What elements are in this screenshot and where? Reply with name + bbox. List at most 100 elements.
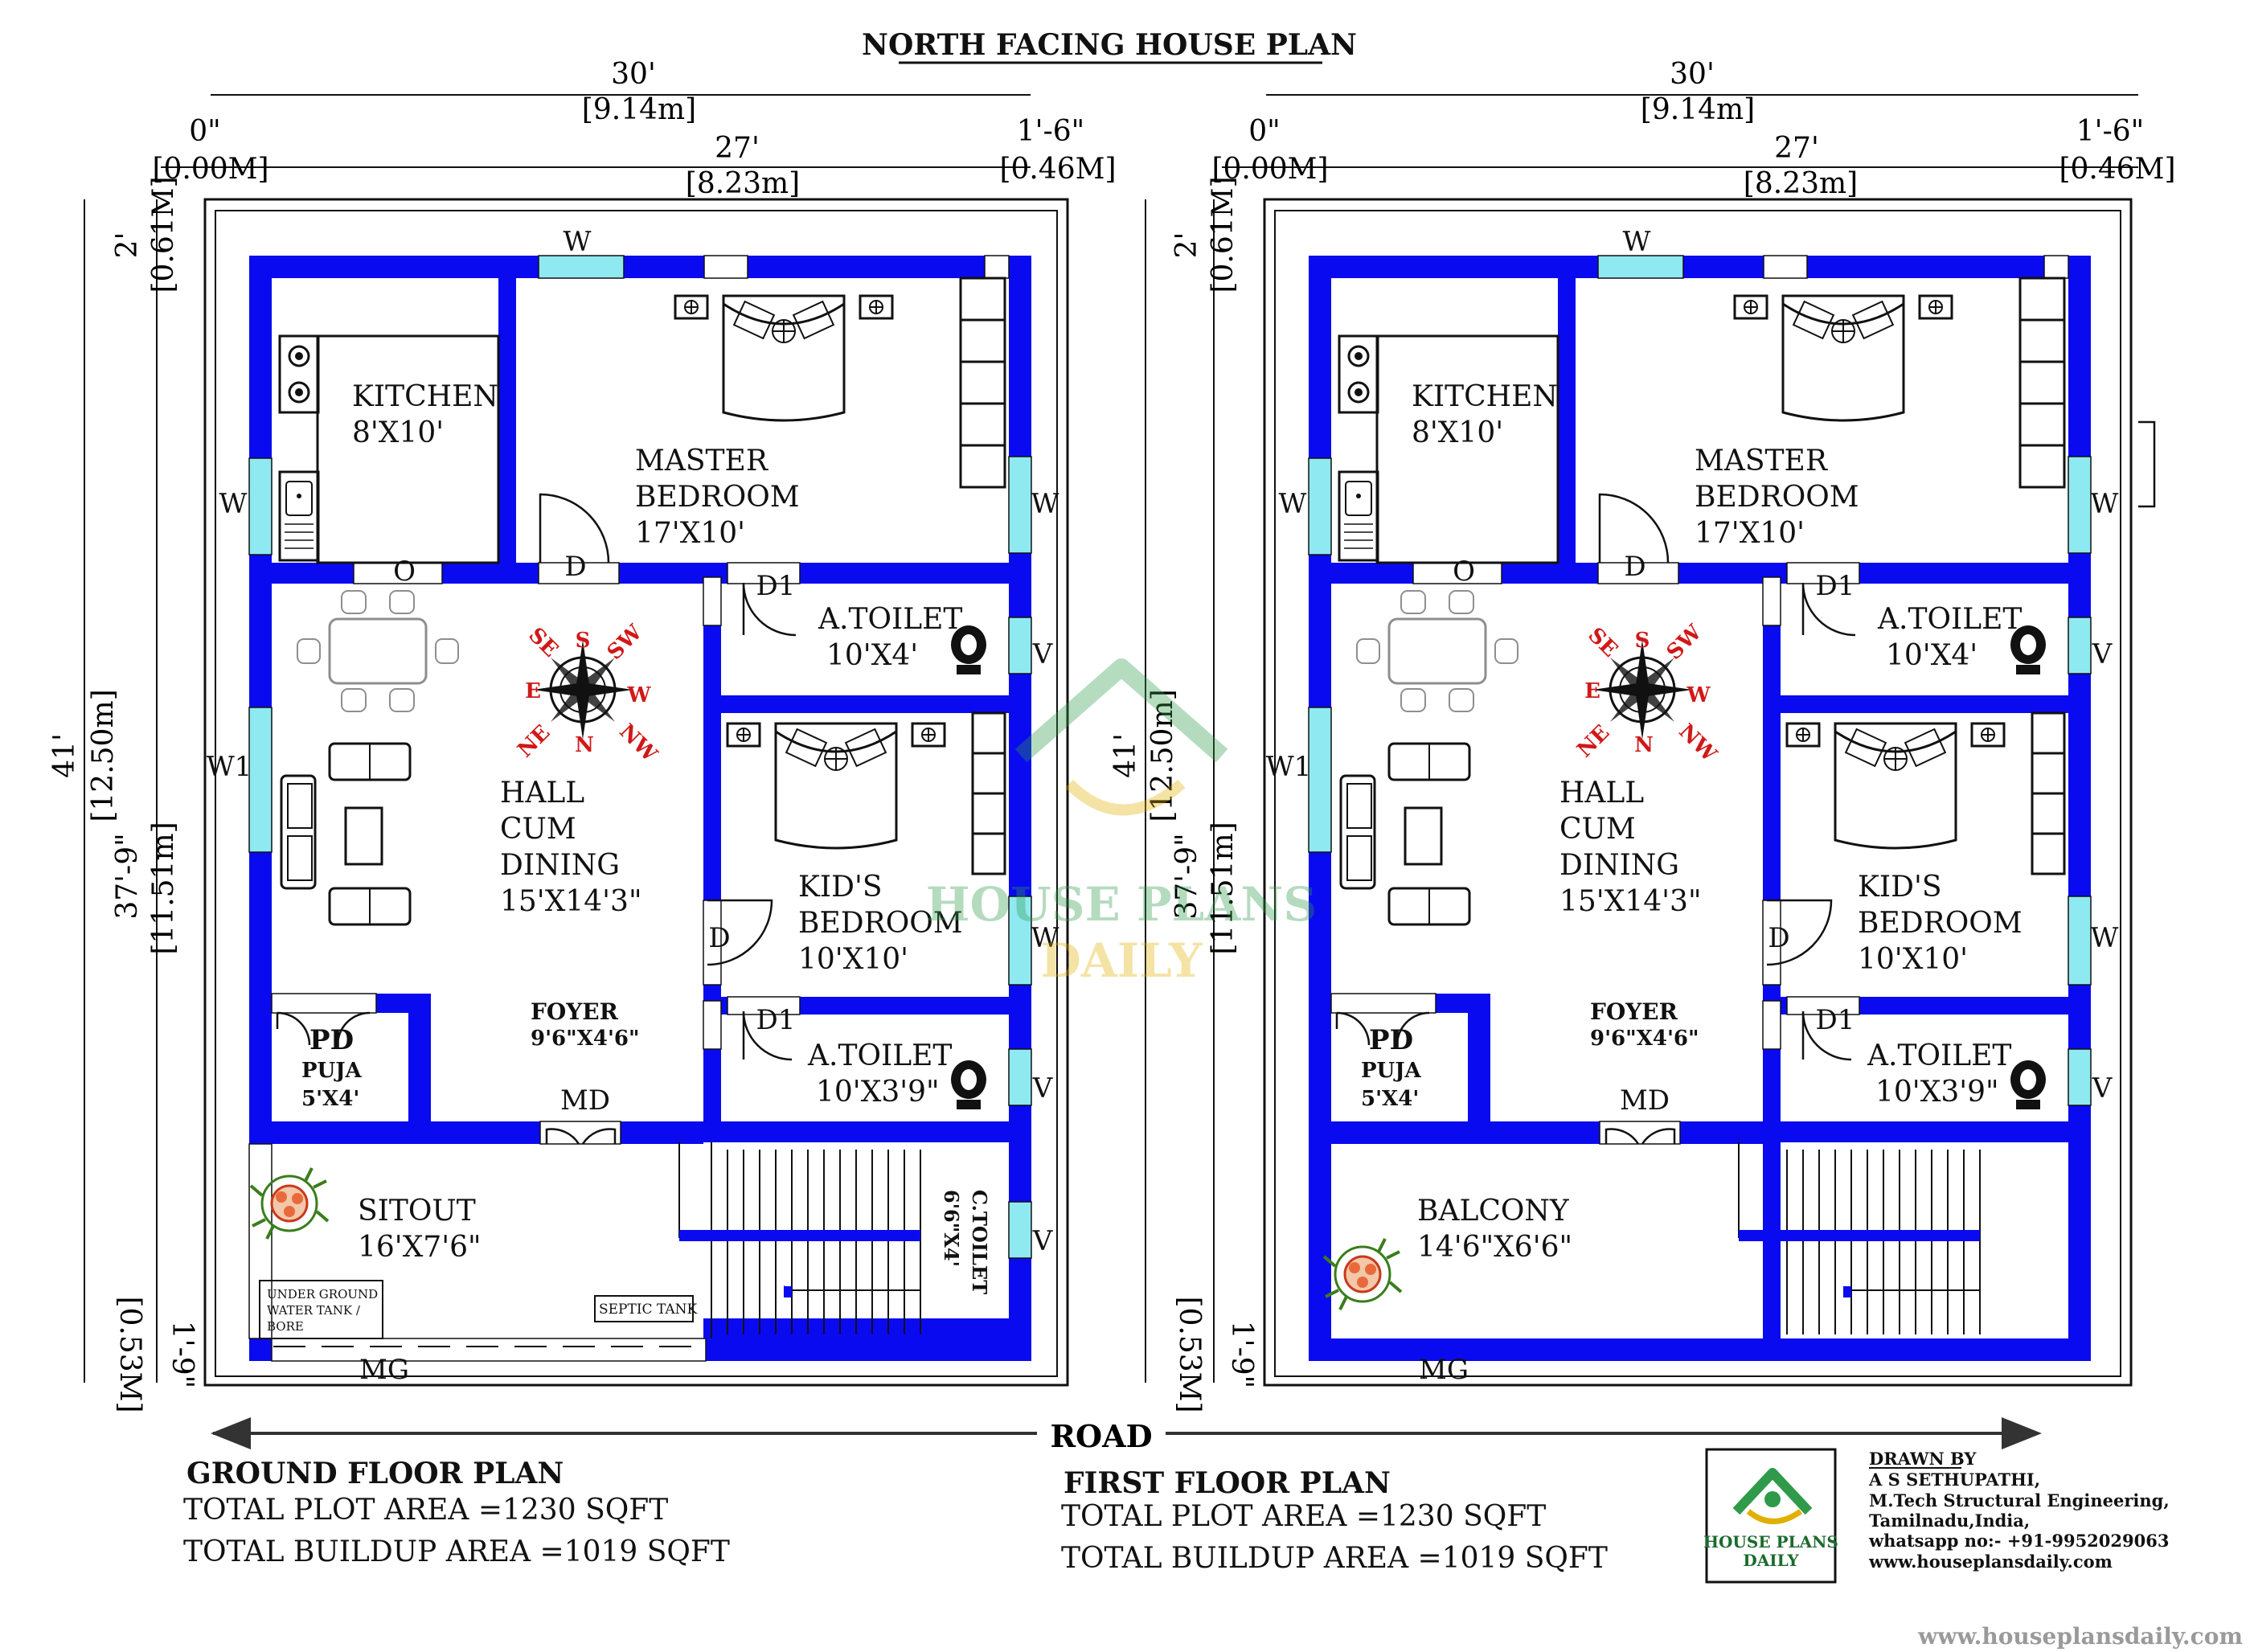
- dim-depth-ft: 41': [48, 733, 81, 778]
- credit-place: Tamilnadu,India,: [1869, 1511, 2030, 1531]
- dim-inner-depth-m-2: [11.51m]: [1207, 822, 1240, 954]
- marker-mg-2: MG: [1419, 1354, 1469, 1386]
- watermark: HOUSE PLANS DAILY: [926, 658, 1318, 988]
- marker-w-left-2: W: [1279, 488, 1307, 520]
- toilet2-size: 10'X3'9": [816, 1076, 940, 1109]
- master-label-2-2: BEDROOM: [1695, 481, 1859, 514]
- logo-line2: DAILY: [1743, 1551, 1799, 1570]
- toilet2-size-2: 10'X3'9": [1875, 1076, 1999, 1109]
- ctoilet-size: 6'6"X4': [940, 1190, 963, 1267]
- dim-right-off-ft-2: 1'-6": [2076, 115, 2144, 148]
- dim-right-off-m-2: [0.46M]: [2059, 153, 2175, 186]
- ground-buildup-area: TOTAL BUILDUP AREA =1019 SQFT: [183, 1535, 730, 1568]
- dim-bottom-ft: 1'-9": [166, 1321, 199, 1388]
- road-label: ROAD: [1050, 1418, 1152, 1454]
- marker-v3: V: [1032, 1225, 1054, 1257]
- compass-nw: NW: [614, 719, 662, 767]
- marker-w-kids-2: W: [2091, 922, 2119, 954]
- dim-width-m-2: [9.14m]: [1641, 93, 1755, 126]
- road-arrow-right-icon: [2002, 1417, 2042, 1449]
- marker-w-top-2: W: [1623, 226, 1651, 258]
- master-label-1: MASTER: [635, 445, 768, 478]
- hall-size: 15'X14'3": [500, 885, 642, 918]
- hall-label-3: DINING: [500, 849, 620, 882]
- hall-label-2: CUM: [500, 813, 576, 846]
- marker-w1: W1: [207, 751, 252, 783]
- dim-width-ft-2: 30': [1670, 58, 1715, 91]
- kids-label-1: KID'S: [798, 871, 883, 904]
- hall-label-2-2: CUM: [1559, 813, 1636, 846]
- compass-e: E: [525, 679, 541, 703]
- sitout-label: SITOUT: [358, 1195, 476, 1228]
- pd-label: PD: [309, 1024, 354, 1056]
- dim-inner-depth-ft-2: 37'-9": [1170, 833, 1203, 919]
- ctoilet-label: C.TOILET: [968, 1190, 991, 1294]
- footer-url: www.houseplansdaily.com: [1917, 1623, 2243, 1650]
- ugwt-label-1: UNDER GROUND: [267, 1287, 378, 1302]
- dim-right-off-m: [0.46M]: [999, 153, 1116, 186]
- toilet1-size-2: 10'X4': [1886, 639, 1977, 672]
- marker-w-top: W: [564, 226, 592, 258]
- credit-drawn-by: DRAWN BY: [1869, 1449, 1977, 1469]
- dim-depth-ft-2: 41': [1109, 733, 1142, 778]
- marker-d-master-2: D: [1624, 551, 1645, 583]
- puja-label: PUJA: [301, 1059, 363, 1083]
- toilet2-label: A.TOILET: [807, 1039, 952, 1072]
- marker-w-right-2: W: [2091, 488, 2119, 520]
- foyer-label-2: FOYER: [1590, 998, 1678, 1025]
- marker-o-2: O: [1453, 555, 1475, 588]
- toilet1-label: A.TOILET: [818, 603, 962, 636]
- kids-size-2: 10'X10': [1858, 943, 1968, 976]
- marker-v1-2: V: [2092, 638, 2113, 670]
- compass-nw-2: NW: [1674, 719, 1721, 767]
- dim-width-ft: 30': [611, 58, 656, 91]
- balcony-size: 14'6"X6'6": [1417, 1231, 1572, 1264]
- first-plot-area: TOTAL PLOT AREA =1230 SQFT: [1061, 1500, 1546, 1533]
- first-buildup-area: TOTAL BUILDUP AREA =1019 SQFT: [1061, 1542, 1608, 1575]
- dim-top-m-2: [0.61M]: [1207, 176, 1240, 293]
- logo-line1: HOUSE PLANS: [1703, 1532, 1838, 1552]
- ground-floor-plan: 30' [9.14m] 27' [8.23m] 0" [0.00M] 1'-6"…: [48, 58, 1117, 1413]
- dim-top-ft-2: 2': [1170, 232, 1203, 259]
- dim-inner-m: [8.23m]: [686, 167, 800, 200]
- compass-w: W: [626, 683, 651, 707]
- marker-d1-top-2: D1: [1816, 570, 1855, 602]
- dim-top-ft: 2': [111, 232, 144, 259]
- compass-n: N: [575, 733, 594, 757]
- dim-width-m: [9.14m]: [582, 93, 696, 126]
- master-size-2: 17'X10': [1695, 517, 1805, 550]
- kids-label-1-2: KID'S: [1858, 871, 1942, 904]
- toilet2-label-2: A.TOILET: [1867, 1039, 2011, 1072]
- master-label-1-2: MASTER: [1695, 445, 1828, 478]
- compass-se: SE: [523, 623, 563, 662]
- compass-n-2: N: [1634, 733, 1654, 757]
- master-label-2: BEDROOM: [635, 481, 800, 514]
- watermark-line1: HOUSE PLANS: [926, 877, 1318, 932]
- kitchen-size: 8'X10': [352, 416, 444, 449]
- dim-inner-ft: 27': [715, 132, 760, 165]
- marker-o: O: [393, 555, 416, 588]
- marker-d-kids-2: D: [1768, 922, 1789, 954]
- foyer-size: 9'6"X4'6": [531, 1027, 640, 1051]
- ugwt-label-2: WATER TANK /: [267, 1303, 361, 1318]
- sitout-size: 16'X7'6": [358, 1231, 482, 1264]
- marker-md: MD: [560, 1084, 610, 1117]
- dim-inner-depth-ft: 37'-9": [111, 833, 144, 919]
- hall-label-1: HALL: [500, 777, 584, 810]
- kitchen-label: KITCHEN: [352, 380, 498, 413]
- dim-bottom-m: [0.53M]: [113, 1296, 146, 1412]
- marker-d1-top: D1: [756, 570, 796, 602]
- first-floor-label: FIRST FLOOR PLAN: [1064, 1466, 1391, 1500]
- page-title: NORTH FACING HOUSE PLAN: [862, 28, 1357, 62]
- compass-icon: [533, 640, 633, 740]
- dim-depth-m: [12.50m]: [87, 689, 120, 822]
- kids-size: 10'X10': [798, 943, 908, 976]
- kitchen-label-2: KITCHEN: [1412, 380, 1558, 413]
- marker-w-left: W: [219, 488, 248, 520]
- compass-e-2: E: [1584, 679, 1600, 703]
- dim-left-off-ft-2: 0": [1248, 115, 1280, 148]
- marker-v2: V: [1032, 1072, 1054, 1105]
- credit-degree: M.Tech Structural Engineering,: [1869, 1490, 2170, 1511]
- dim-left-off-ft: 0": [189, 115, 220, 148]
- compass-s: S: [576, 629, 591, 653]
